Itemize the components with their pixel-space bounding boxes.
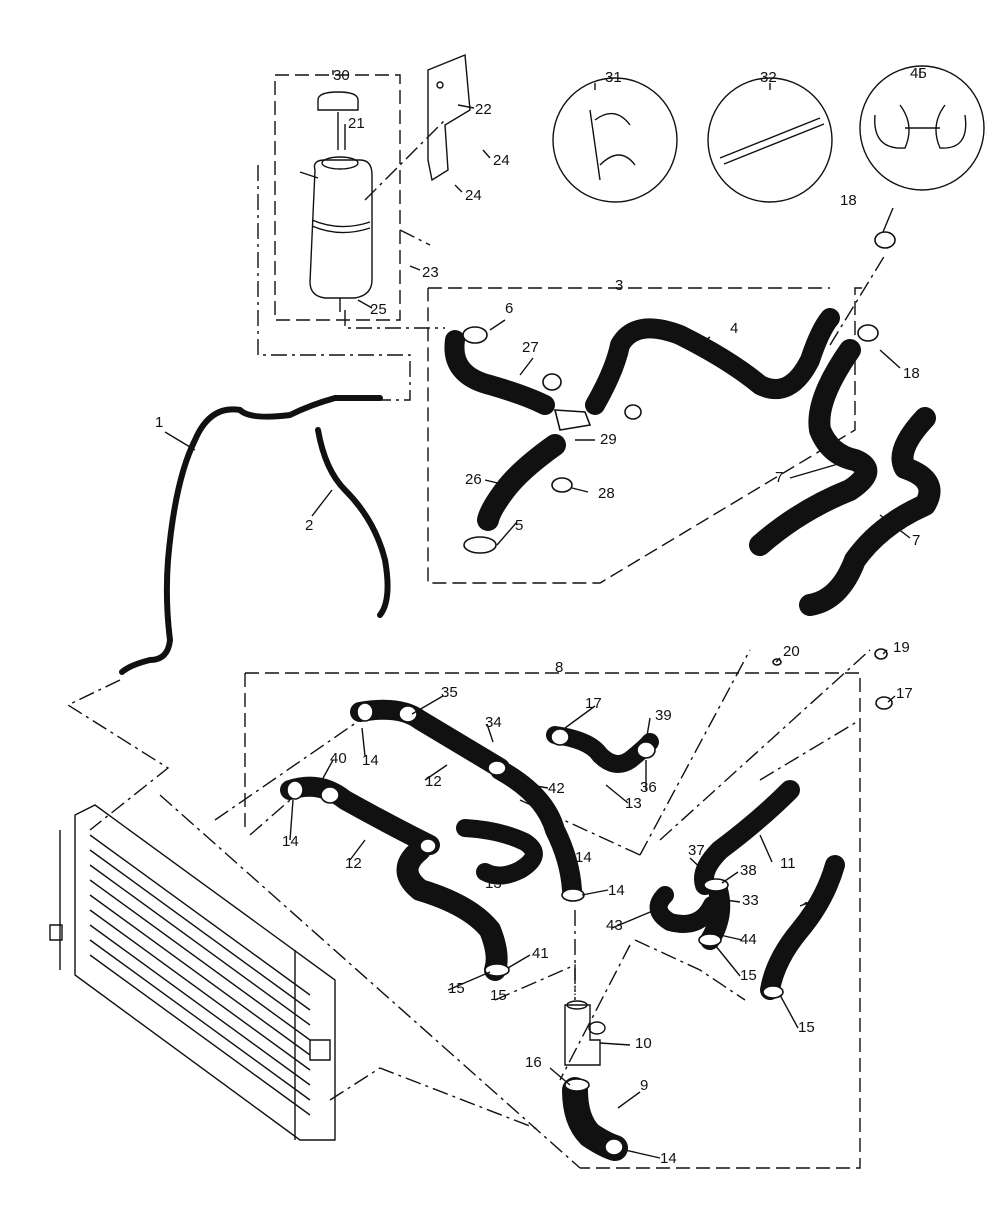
callout-12-lower: 12 [345,855,362,872]
clip-detail-31 [552,77,678,203]
callout-17-lower: 17 [896,685,913,702]
callout-15-d: 15 [490,987,507,1004]
thermostat-housing-10 [564,1000,606,1066]
callout-15-b: 15 [740,967,757,984]
callout-18-upper: 18 [840,192,857,209]
callout-24-lower: 24 [465,187,482,204]
callout-17-upper: 17 [585,695,602,712]
callout-42: 42 [548,780,565,797]
callout-44: 44 [740,931,757,948]
callout-35: 35 [441,684,458,701]
callout-13-lower: 13 [485,875,502,892]
hose-42 [490,760,582,900]
callout-8: 8 [555,659,563,676]
connection-lines [66,119,886,1169]
callout-32: 32 [760,69,777,86]
callout-14-e: 14 [575,849,592,866]
hose-9 [562,1077,628,1161]
hose-13-lower [456,819,543,885]
callout-30: 30 [333,67,350,84]
callout-43: 43 [606,917,623,934]
group-box-3 [427,287,862,584]
hose-long-lower [396,839,508,981]
hose-7-lower [799,407,941,616]
callout-2: 2 [305,517,313,534]
callout-5: 5 [515,517,523,534]
callout-labels: 1 2 3 4 5 6 7 7 8 9 10 11 11 12 12 13 13… [155,65,927,1167]
callout-19: 19 [893,639,910,656]
callout-3: 3 [615,277,623,294]
callout-14-d: 14 [660,1150,677,1167]
hose-43 [649,886,721,933]
callout-39: 39 [655,707,672,724]
callout-14-c: 14 [608,882,625,899]
tie-detail-32 [707,77,833,203]
callout-34: 34 [485,714,502,731]
callout-16: 16 [525,1054,542,1071]
callout-27: 27 [522,339,539,356]
callout-40: 40 [330,750,347,767]
callout-18-lower: 18 [903,365,920,382]
callout-22: 22 [475,101,492,118]
hose-12-upper [350,699,510,778]
callout-33: 33 [742,892,759,909]
hose-4 [585,308,840,415]
callout-23: 23 [422,264,439,281]
bracket-22 [427,53,471,182]
callout-leaders [164,68,921,1159]
callout-12-upper: 12 [425,773,442,790]
callout-36: 36 [640,779,657,796]
callout-15-c: 15 [798,1019,815,1036]
expansion-tank [299,156,373,312]
callout-7-upper: 7 [775,469,783,486]
pipe-1 [119,395,383,675]
hose-7-upper [749,339,878,556]
callout-24-upper: 24 [493,152,510,169]
callout-25: 25 [370,301,387,318]
group-box-30 [274,74,401,321]
hose-27 [444,330,555,415]
hose-12-lower [280,776,440,855]
callout-13-upper: 13 [625,795,642,812]
callout-7-lower: 7 [912,532,920,549]
callout-26: 26 [465,471,482,488]
callout-38: 38 [740,862,757,879]
callout-21: 21 [348,115,365,132]
pipe-2 [315,427,391,618]
hose-11-right [760,855,845,1000]
callout-4: 4 [730,320,738,337]
group-box-8 [244,672,861,1169]
callout-45: 45 [910,65,927,82]
radiator [49,804,336,1141]
callout-9: 9 [640,1077,648,1094]
callout-14-a: 14 [362,752,379,769]
callout-6: 6 [505,300,513,317]
callout-29: 29 [600,431,617,448]
callout-1: 1 [155,414,163,431]
hose-26 [477,434,566,531]
callout-37: 37 [688,842,705,859]
clip-detail-45 [859,65,985,191]
tank-cap-21 [317,91,359,150]
callout-41: 41 [532,945,549,962]
hose-clamps-3 [462,231,896,554]
callout-10: 10 [635,1035,652,1052]
callout-31: 31 [605,69,622,86]
callout-14-b: 14 [282,833,299,850]
callout-28: 28 [598,485,615,502]
hose-11-left [694,780,800,895]
hose-44 [700,880,731,950]
callout-20: 20 [783,643,800,660]
callout-11-upper: 11 [780,855,796,872]
hose-clamps-8 [286,648,893,1156]
